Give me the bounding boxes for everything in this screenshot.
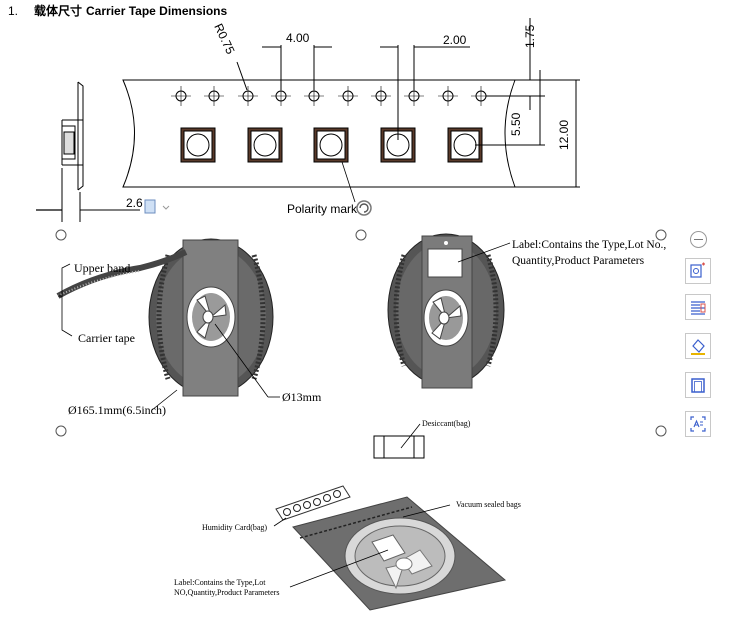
label-text-line2: Quantity,Product Parameters	[512, 255, 645, 267]
humidity-card-label: Humidity Card(bag)	[202, 523, 267, 532]
polarity-label: Polarity mark	[287, 202, 358, 216]
text-layout-icon	[691, 301, 706, 315]
document-icon[interactable]	[144, 199, 170, 214]
dim-radius: R0.75	[211, 21, 237, 56]
border-button[interactable]	[685, 372, 711, 398]
dim-edge: 1.75	[523, 24, 537, 48]
desiccant-bag	[373, 423, 425, 459]
border-icon	[691, 378, 705, 393]
dim-thickness: 2.6	[126, 196, 143, 210]
dim-center: 5.50	[509, 112, 523, 136]
extract-text-button[interactable]	[685, 411, 711, 437]
fill-button[interactable]	[685, 333, 711, 359]
hub-label: Ø13mm	[282, 390, 322, 404]
collapse-icon[interactable]	[690, 231, 707, 248]
package-label-line1: Label:Contains the Type,Lot	[174, 578, 266, 587]
vacuum-package	[273, 485, 507, 611]
ocr-icon	[690, 262, 705, 278]
reel-with-label	[387, 233, 511, 389]
upper-band-label: Upper band	[74, 261, 130, 275]
text-layout-button[interactable]	[685, 294, 711, 320]
fill-icon	[691, 339, 705, 355]
selection-handles[interactable]	[55, 229, 667, 437]
carrier-tape-drawing	[36, 18, 580, 222]
carrier-tape-label: Carrier tape	[78, 331, 135, 345]
dim-width: 12.00	[557, 120, 571, 150]
desiccant-label: Desiccant(bag)	[422, 419, 471, 428]
dim-pocket-pitch: 2.00	[443, 33, 467, 47]
ocr-button[interactable]	[685, 258, 711, 284]
reel-with-band	[56, 238, 280, 411]
section-title-cn: 载体尺寸	[34, 4, 83, 18]
dim-pitch: 4.00	[286, 31, 310, 45]
tape-pockets	[180, 127, 483, 163]
label-text-line1: Label:Contains the Type,Lot No.,	[512, 239, 666, 251]
sprocket-holes	[171, 86, 491, 106]
package-label-line2: NO,Quantity,Product Parameters	[174, 588, 279, 597]
vacuum-bags-label: Vacuum sealed bags	[456, 500, 521, 509]
section-number: 1.	[8, 4, 19, 18]
rotate-handle-icon[interactable]	[356, 200, 372, 216]
humidity-card	[275, 485, 351, 521]
diameter-label: Ø165.1mm(6.5inch)	[68, 403, 166, 417]
section-title-en: Carrier Tape Dimensions	[86, 4, 228, 18]
extract-text-icon	[690, 416, 706, 432]
